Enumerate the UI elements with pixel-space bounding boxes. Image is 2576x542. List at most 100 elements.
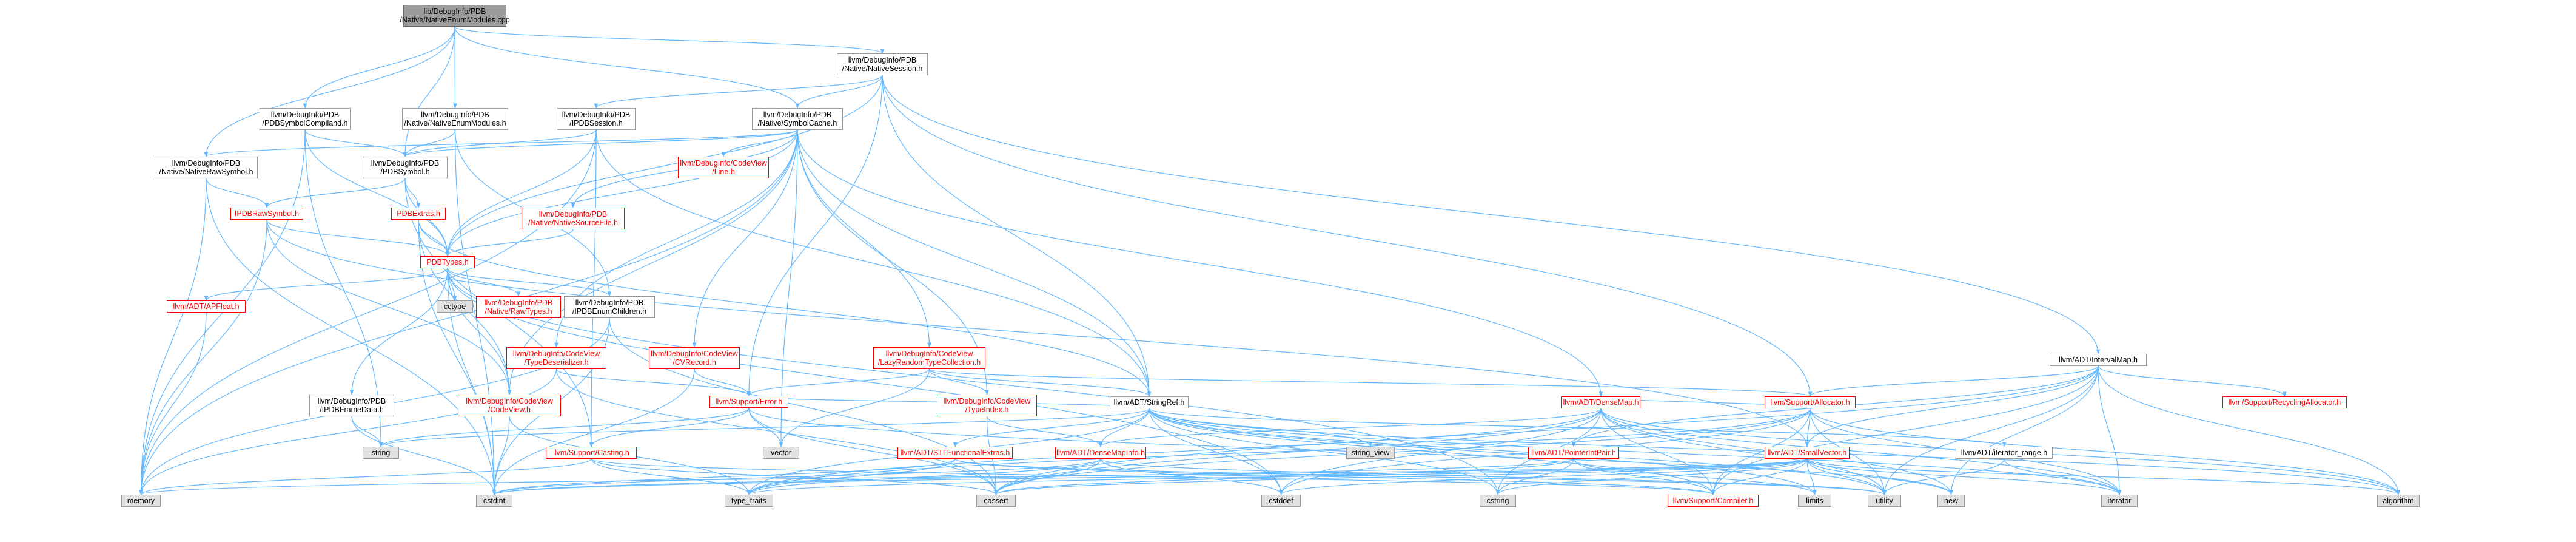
edge-ipdbrawsymbol-to-smallvector [266,219,1810,447]
node-smallvector[interactable]: llvm/ADT/SmallVector.h [1765,447,1850,459]
node-stringref[interactable]: llvm/ADT/StringRef.h [1110,396,1189,408]
node-nativerawsymbol[interactable]: llvm/DebugInfo/PDB /Native/NativeRawSymb… [155,157,258,178]
edge-pdbtypes-to-ipdbframedata [349,268,448,395]
edge-densemap-to-utility [1600,408,1887,495]
node-stlfunctional[interactable]: llvm/ADT/STLFunctionalExtras.h [897,447,1013,459]
node-intervalmap[interactable]: llvm/ADT/IntervalMap.h [2050,354,2147,366]
edge-symbolcache-to-lazyrandom [797,129,931,348]
node-lazyrandom[interactable]: llvm/DebugInfo/CodeView /LazyRandomTypeC… [873,347,985,369]
node-typedeserializer[interactable]: llvm/DebugInfo/CodeView /TypeDeserialize… [506,347,606,369]
edge-root-to-symbolcache [454,26,800,109]
node-cstddef: cstddef [1261,495,1301,507]
edge-symbolcache-to-vector [779,129,798,447]
node-symbolcache[interactable]: llvm/DebugInfo/PDB /Native/SymbolCache.h [752,108,843,130]
node-pdbextras[interactable]: PDBExtras.h [391,208,446,220]
node-densemapinfo[interactable]: llvm/ADT/DenseMapInfo.h [1055,447,1146,459]
edge-supporterror-to-casting [589,407,750,447]
edge-nativesession-to-stringref [882,75,1152,397]
edge-densemapinfo-to-cassert [994,458,1101,495]
node-utility: utility [1868,495,1901,507]
node-memory: memory [121,495,161,507]
edge-pdbsymbol-to-ipdbrawsymbol [264,178,406,208]
edge-densemapinfo-to-cstdint [492,458,1101,495]
edge-stringref-to-iteratorrange [1149,408,2007,447]
node-cvrecord[interactable]: llvm/DebugInfo/CodeView /CVRecord.h [649,347,740,369]
edge-typedeserializer-to-supporterror [555,368,751,396]
node-cstdint: cstdint [476,495,512,507]
edge-intervalmap-to-recyclingallocator [2098,365,2287,397]
edge-lazyrandom-to-stringref [928,368,1152,397]
node-recyclingallocator[interactable]: llvm/Support/RecyclingAllocator.h [2222,396,2347,408]
edge-pdbtypes-to-ipdbenumchildren [447,268,612,297]
edge-nativesession-to-allocator [882,75,1813,397]
edge-nativerawsymbol-to-memory [139,178,207,495]
node-pointerintpair[interactable]: llvm/ADT/PointerIntPair.h [1528,447,1619,459]
edge-intervalmap-to-smallvector [1805,365,2099,447]
edge-symbolcache-to-cvline [721,129,798,157]
edge-stringref-to-utility [1149,408,1887,495]
edge-allocator-to-algorithm [1810,408,2401,495]
node-cvline[interactable]: llvm/DebugInfo/CodeView /Line.h [678,157,769,178]
edge-intervalmap-to-algorithm [2098,365,2401,495]
edge-root-to-pdbsymbol [403,26,455,157]
edge-densemap-to-compiler [1600,408,1716,495]
edge-stringref-to-densemapinfo [1098,408,1150,447]
edge-pointerintpair-to-cstdint [492,458,1574,495]
node-pdbsymbol[interactable]: llvm/DebugInfo/PDB /PDBSymbol.h [363,157,448,178]
edge-ipdbenumchildren-to-cassert [609,317,998,495]
node-type_traits: type_traits [725,495,773,507]
node-codeview[interactable]: llvm/DebugInfo/CodeView /CodeView.h [458,395,561,416]
edge-lazyrandom-to-vector [779,368,930,447]
edge-nativesourcefile-to-pdbtypes [445,229,574,257]
node-nativesession[interactable]: llvm/DebugInfo/PDB /Native/NativeSession… [837,53,928,75]
edge-ipdbsession-to-casting [589,129,597,447]
edge-nativesession-to-pdbtypes [445,75,883,257]
edge-pdbsymbolcompiland-to-pdbtypes [304,129,450,257]
node-ipdbframedata[interactable]: llvm/DebugInfo/PDB /IPDBFrameData.h [309,395,394,416]
node-ipdbsession[interactable]: llvm/DebugInfo/PDB /IPDBSession.h [557,108,636,130]
edge-nativerawsymbol-to-ipdbrawsymbol [206,178,269,208]
node-pdbtypes[interactable]: PDBTypes.h [420,256,475,268]
node-casting[interactable]: llvm/Support/Casting.h [546,447,637,459]
edge-pdbtypes-to-rawtypes [447,268,521,297]
edge-iteratorrange-to-iterator [2004,458,2122,495]
node-nativesourcefile[interactable]: llvm/DebugInfo/PDB /Native/NativeSourceF… [522,208,625,229]
node-cassert: cassert [976,495,1016,507]
edge-intervalmap-to-compiler [1711,365,2099,495]
node-allocator[interactable]: llvm/Support/Allocator.h [1765,396,1856,408]
node-apfloat[interactable]: llvm/ADT/APFloat.h [167,300,246,313]
node-cstring: cstring [1480,495,1516,507]
node-limits: limits [1798,495,1831,507]
node-root[interactable]: lib/DebugInfo/PDB /Native/NativeEnumModu… [400,5,510,27]
edge-apfloat-to-memory [139,312,207,495]
edge-intervalmap-to-utility [1882,365,2099,495]
edge-casting-to-memory [139,458,592,495]
edge-pointerintpair-to-limits [1573,458,1817,495]
edge-pdbtypes-to-apfloat [204,268,448,301]
edge-ipdbrawsymbol-to-memory [139,219,267,495]
edge-intervalmap-to-allocator [1808,365,2099,397]
edge-pdbsymbolcompiland-to-pdbsymbol [304,129,408,157]
node-typeindex[interactable]: llvm/DebugInfo/CodeView /TypeIndex.h [937,395,1037,416]
node-pdbsymbolcompiland[interactable]: llvm/DebugInfo/PDB /PDBSymbolCompiland.h [260,108,351,130]
node-ipdbrawsymbol[interactable]: IPDBRawSymbol.h [230,208,303,220]
edge-intervalmap-to-new [1949,365,2099,495]
edge-smallvector-to-utility [1806,458,1887,495]
edge-stringref-to-iterator [1149,408,2122,495]
edge-ipdbframedata-to-cstdint [351,416,497,495]
edge-ipdbframedata-to-string [351,416,383,447]
node-compiler[interactable]: llvm/Support/Compiler.h [1668,495,1759,507]
node-iteratorrange[interactable]: llvm/ADT/iterator_range.h [1956,447,2053,459]
node-densemap[interactable]: llvm/ADT/DenseMap.h [1561,396,1640,408]
node-cctype: cctype [437,300,473,313]
edge-root-to-nativerawsymbol [204,26,455,157]
edge-supporterror-to-string [378,407,750,447]
node-ipdbenumchildren[interactable]: llvm/DebugInfo/PDB /IPDBEnumChildren.h [564,296,655,318]
edge-pdbextras-to-stringref [418,219,1152,397]
node-nativeenummodules[interactable]: llvm/DebugInfo/PDB /Native/NativeEnumMod… [402,108,508,130]
edge-typedeserializer-to-memory [139,368,557,495]
node-supporterror[interactable]: llvm/Support/Error.h [709,396,788,408]
edge-stlfunctional-to-utility [954,458,1887,495]
node-rawtypes[interactable]: llvm/DebugInfo/PDB /Native/RawTypes.h [476,296,561,318]
